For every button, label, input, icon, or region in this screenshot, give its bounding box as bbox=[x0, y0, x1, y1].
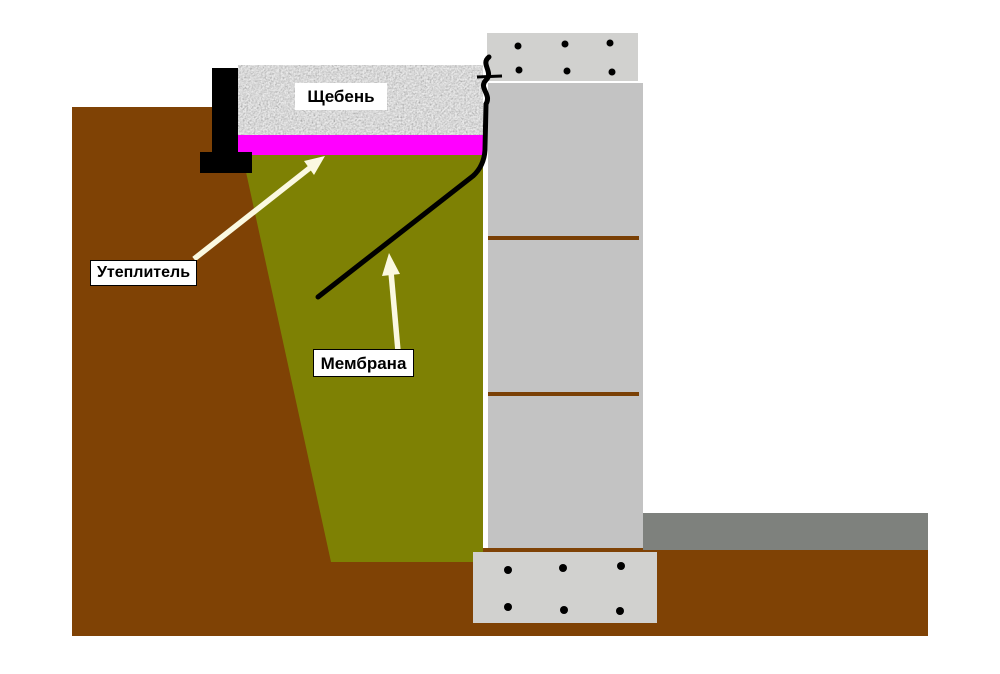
top-reinforced-beam bbox=[487, 33, 638, 81]
edge-post-foot bbox=[200, 152, 252, 173]
floor-slab bbox=[643, 513, 928, 550]
wall-body bbox=[488, 83, 643, 548]
membrane-fastener bbox=[476, 74, 503, 79]
rebar-dot bbox=[616, 607, 624, 615]
footing bbox=[473, 552, 657, 623]
rebar-dot bbox=[515, 66, 523, 74]
rebar-dot bbox=[504, 603, 512, 611]
edge-post-vertical bbox=[212, 68, 238, 158]
arrow-to-insulation bbox=[192, 156, 325, 262]
mortar-joint-lower bbox=[488, 392, 639, 396]
rebar-dot bbox=[561, 40, 569, 48]
soil-left-excavation bbox=[72, 107, 338, 636]
rebar-dot bbox=[559, 564, 567, 572]
rebar-dot bbox=[563, 67, 571, 75]
edge-post bbox=[200, 68, 252, 173]
rebar-dot bbox=[606, 39, 614, 47]
arrow-shaft bbox=[388, 271, 401, 352]
rebar-dot bbox=[514, 42, 522, 50]
membrane-label: Мембрана bbox=[313, 349, 414, 377]
insulation-label: Утеплитель bbox=[90, 260, 197, 286]
insulation-layer bbox=[238, 135, 483, 155]
soil-bottom-strip bbox=[330, 560, 476, 636]
rebar-dot bbox=[504, 566, 512, 574]
rebar-dot bbox=[608, 68, 616, 76]
rebar-dot bbox=[560, 606, 568, 614]
mortar-joint-upper bbox=[488, 236, 639, 240]
top-beam-block bbox=[487, 33, 638, 81]
rebar-dot bbox=[617, 562, 625, 570]
arrow-head bbox=[304, 156, 325, 175]
arrow-head bbox=[382, 253, 400, 276]
arrow-shaft bbox=[192, 164, 313, 262]
membrane-line bbox=[315, 54, 492, 300]
arrow-to-membrane bbox=[382, 253, 401, 352]
foundation-wall bbox=[488, 83, 643, 548]
gravel-label: Щебень bbox=[295, 83, 387, 110]
